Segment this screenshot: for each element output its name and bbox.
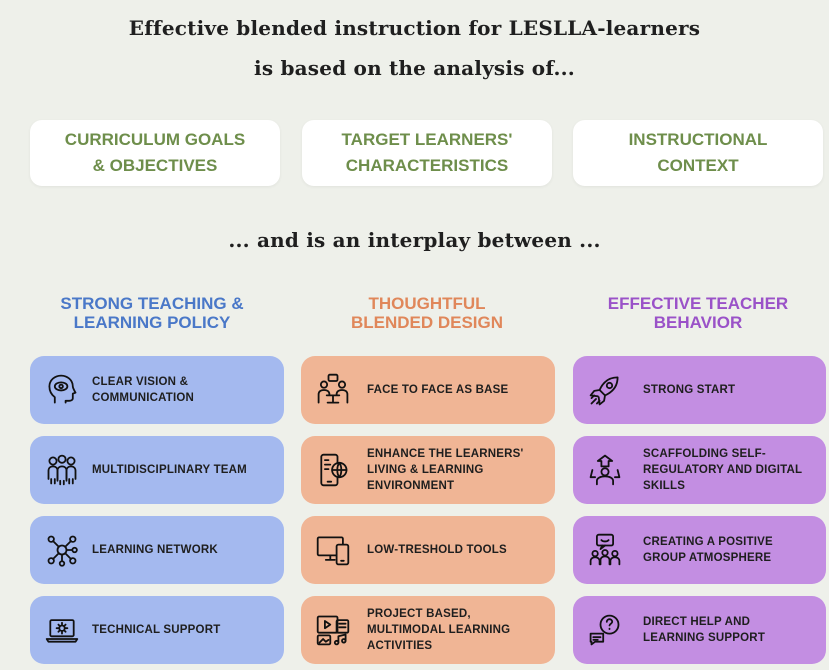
card-label: FACE TO FACE AS BASE: [367, 384, 509, 396]
card-label: SCAFFOLDING SELF- REGULATORY AND DIGITAL…: [643, 448, 803, 492]
card-technical-support: TECHNICAL SUPPORT: [30, 596, 284, 664]
title-line-2: is based on the analysis of...: [254, 56, 575, 80]
card-label: CREATING A POSITIVE GROUP ATMOSPHERE: [643, 536, 773, 564]
card-low-threshold-tools: LOW-TRESHOLD TOOLS: [301, 516, 555, 584]
devices-icon: [313, 530, 353, 570]
card-scaffolding: SCAFFOLDING SELF- REGULATORY AND DIGITAL…: [573, 436, 826, 504]
card-face-to-face: FACE TO FACE AS BASE: [301, 356, 555, 424]
multimedia-icon: [313, 610, 353, 650]
analysis-box-curriculum: CURRICULUM GOALS & OBJECTIVES: [30, 120, 280, 186]
card-label: TECHNICAL SUPPORT: [92, 624, 221, 636]
card-strong-start: STRONG START: [573, 356, 826, 424]
card-enhance-environment: ENHANCE THE LEARNERS' LIVING & LEARNING …: [301, 436, 555, 504]
rocket-icon: [585, 370, 625, 410]
column-heading-behavior: EFFECTIVE TEACHER BEHAVIOR: [607, 294, 789, 332]
column-heading-design: THOUGHTFUL BLENDED DESIGN: [350, 294, 504, 332]
card-label: MULTIDISCIPLINARY TEAM: [92, 464, 247, 476]
laptop-support-icon: [42, 610, 82, 650]
phone-globe-icon: [313, 450, 353, 490]
network-icon: [42, 530, 82, 570]
column-heading-policy: STRONG TEACHING & LEARNING POLICY: [60, 294, 244, 332]
analysis-box-context: INSTRUCTIONAL CONTEXT: [573, 120, 823, 186]
card-label: LEARNING NETWORK: [92, 544, 218, 556]
card-label: DIRECT HELP AND LEARNING SUPPORT: [643, 616, 766, 644]
analysis-box-learners: TARGET LEARNERS' CHARACTERISTICS: [302, 120, 552, 186]
card-label: PROJECT BASED, MULTIMODAL LEARNING ACTIV…: [367, 608, 511, 652]
card-label: CLEAR VISION & COMMUNICATION: [92, 376, 195, 404]
card-multidisciplinary-team: MULTIDISCIPLINARY TEAM: [30, 436, 284, 504]
card-label: ENHANCE THE LEARNERS' LIVING & LEARNING …: [367, 448, 524, 492]
head-eye-icon: [42, 370, 82, 410]
card-learning-network: LEARNING NETWORK: [30, 516, 284, 584]
team-icon: [42, 450, 82, 490]
card-label: LOW-TRESHOLD TOOLS: [367, 544, 507, 556]
interplay-line: ... and is an interplay between ...: [228, 228, 601, 252]
card-direct-help: DIRECT HELP AND LEARNING SUPPORT: [573, 596, 826, 664]
card-clear-vision: CLEAR VISION & COMMUNICATION: [30, 356, 284, 424]
card-project-based: PROJECT BASED, MULTIMODAL LEARNING ACTIV…: [301, 596, 555, 664]
title-line-1: Effective blended instruction for LESLLA…: [128, 16, 701, 40]
conversation-icon: [313, 370, 353, 410]
card-label: STRONG START: [643, 384, 736, 396]
help-chat-icon: [585, 610, 625, 650]
group-icon: [585, 530, 625, 570]
learner-growth-icon: [585, 450, 625, 490]
card-positive-atmosphere: CREATING A POSITIVE GROUP ATMOSPHERE: [573, 516, 826, 584]
